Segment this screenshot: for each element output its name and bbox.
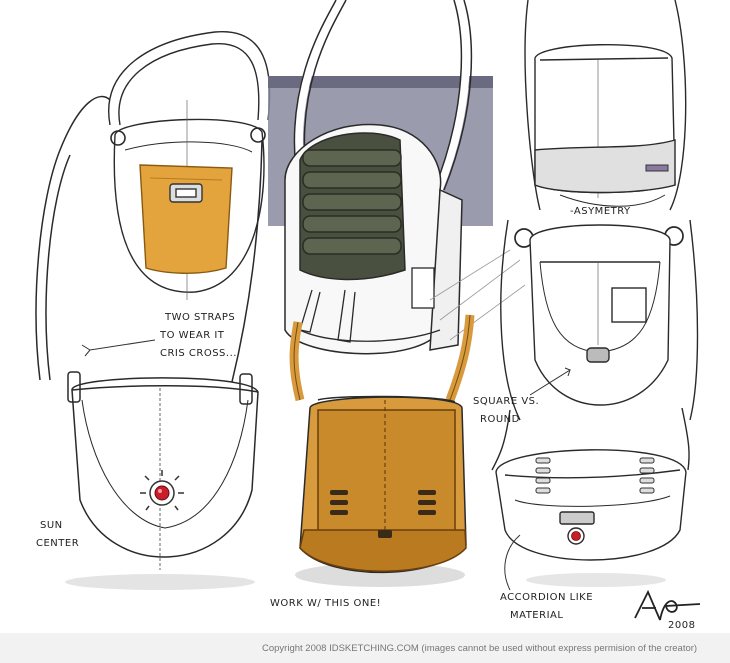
bag-sketch-top-center bbox=[268, 0, 526, 355]
copyright-text: Copyright 2008 IDSKETCHING.COM (images c… bbox=[262, 643, 698, 654]
svg-text:SQUARE VS.: SQUARE VS. bbox=[473, 396, 539, 407]
bag-sketch-left bbox=[35, 95, 263, 590]
annotation-accordion: ACCORDION LIKE MATERIAL bbox=[500, 534, 593, 621]
sun-center-button bbox=[140, 470, 184, 511]
svg-text:MATERIAL: MATERIAL bbox=[510, 610, 563, 621]
annotation-work-with-this-one: WORK W/ THIS ONE! bbox=[270, 598, 381, 609]
annotation-sun-center: SUN CENTER bbox=[36, 520, 79, 549]
svg-text:ROUND: ROUND bbox=[480, 414, 520, 425]
svg-text:2008: 2008 bbox=[668, 620, 695, 631]
svg-text:CRIS CROSS...: CRIS CROSS... bbox=[160, 348, 237, 359]
bag-sketch-bottom-right bbox=[491, 407, 690, 587]
footer-bar: Copyright 2008 IDSKETCHING.COM (images c… bbox=[0, 633, 730, 663]
annotation-square-vs-round: SQUARE VS. ROUND bbox=[473, 367, 572, 425]
svg-text:TWO STRAPS: TWO STRAPS bbox=[164, 312, 235, 323]
svg-text:CENTER: CENTER bbox=[36, 538, 79, 549]
bag-sketch-top-left bbox=[108, 31, 271, 300]
bag-sketch-center-orange bbox=[289, 314, 475, 587]
svg-text:SUN: SUN bbox=[40, 520, 63, 531]
annotation-asymetry: -ASYMETRY bbox=[570, 206, 631, 217]
artist-signature: 2008 bbox=[634, 589, 701, 631]
annotation-two-straps: TWO STRAPS TO WEAR IT CRIS CROSS... bbox=[81, 312, 237, 359]
bag-sketch-middle-right bbox=[500, 219, 699, 421]
svg-text:TO WEAR IT: TO WEAR IT bbox=[159, 330, 225, 341]
bag-sketch-top-right bbox=[524, 0, 687, 211]
svg-text:ACCORDION LIKE: ACCORDION LIKE bbox=[500, 592, 593, 603]
